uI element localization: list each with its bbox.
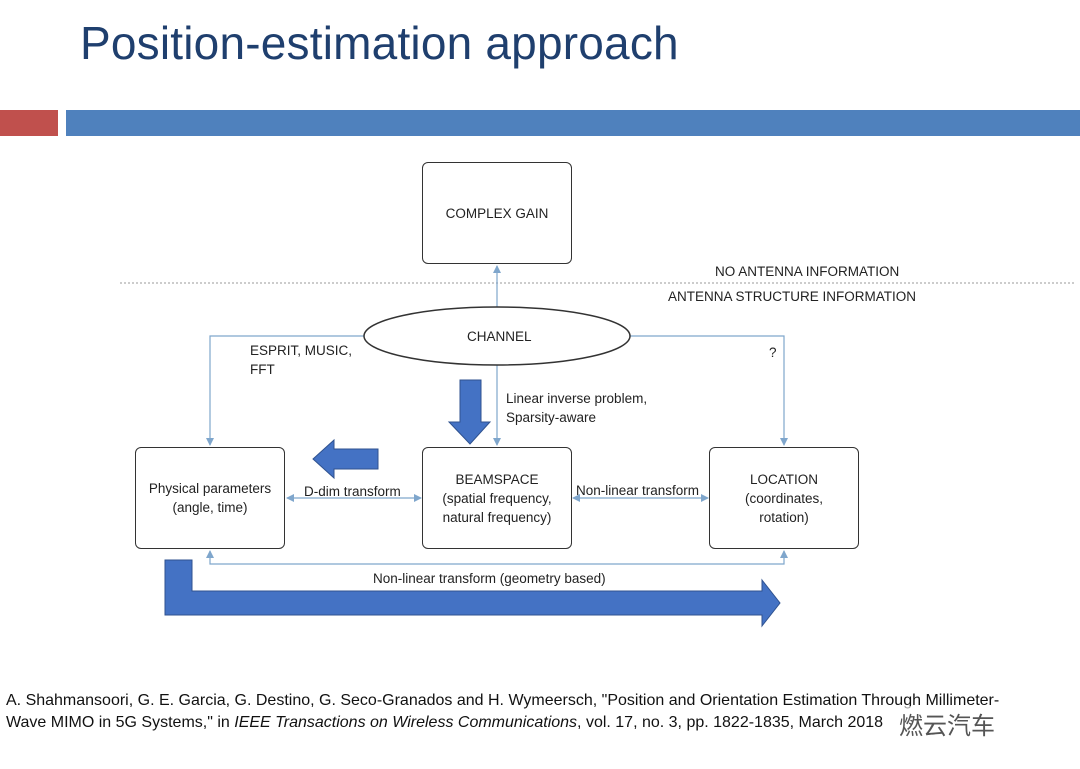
physical-parameters-box: Physical parameters (angle, time) xyxy=(135,447,285,549)
connector-physical-location-bottom xyxy=(206,550,788,565)
channel-node xyxy=(363,306,631,366)
connector-channel-to-physical xyxy=(206,335,365,446)
watermark: 燃云汽车 xyxy=(895,706,999,741)
citation-text: A. Shahmansoori, G. E. Garcia, G. Destin… xyxy=(6,692,1000,731)
channel-label: CHANNEL xyxy=(467,329,532,344)
beamspace-label: BEAMSPACE (spatial frequency, natural fr… xyxy=(442,471,552,525)
accent-bar-red xyxy=(0,110,58,136)
beamspace-box: BEAMSPACE (spatial frequency, natural fr… xyxy=(422,447,572,549)
connector-channel-to-location xyxy=(630,335,788,446)
physical-parameters-label: Physical parameters (angle, time) xyxy=(148,481,272,515)
non-linear-transform-label: Non-linear transform xyxy=(576,483,700,498)
left-arrow-to-physical xyxy=(312,438,379,480)
citation: A. Shahmansoori, G. E. Garcia, G. Destin… xyxy=(6,690,1026,733)
d-dim-transform-label: D-dim transform xyxy=(304,484,401,499)
linear-inverse-label: Linear inverse problem, Sparsity-aware xyxy=(506,391,648,425)
unknown-method-label: ? xyxy=(769,345,777,360)
location-box: LOCATION (coordinates, rotation) xyxy=(709,447,859,549)
slide-title: Position-estimation approach xyxy=(80,17,679,69)
no-antenna-info-label: NO ANTENNA INFORMATION xyxy=(715,264,900,279)
citation-journal: IEEE Transactions on Wireless Communicat… xyxy=(234,713,578,731)
location-label: LOCATION (coordinates, rotation) xyxy=(744,471,824,525)
complex-gain-box: COMPLEX GAIN xyxy=(422,162,572,264)
citation-details: , vol. 17, no. 3, pp. 1822-1835, March 2… xyxy=(577,713,884,731)
geometry-transform-label: Non-linear transform (geometry based) xyxy=(373,571,606,586)
antenna-structure-info-label: ANTENNA STRUCTURE INFORMATION xyxy=(668,289,917,304)
down-arrow-to-beamspace xyxy=(447,379,492,445)
bend-arrow-to-location xyxy=(164,559,781,628)
complex-gain-label: COMPLEX GAIN xyxy=(445,205,549,221)
esprit-music-fft-label: ESPRIT, MUSIC, FFT xyxy=(250,343,353,377)
accent-bar-blue xyxy=(66,110,1080,136)
